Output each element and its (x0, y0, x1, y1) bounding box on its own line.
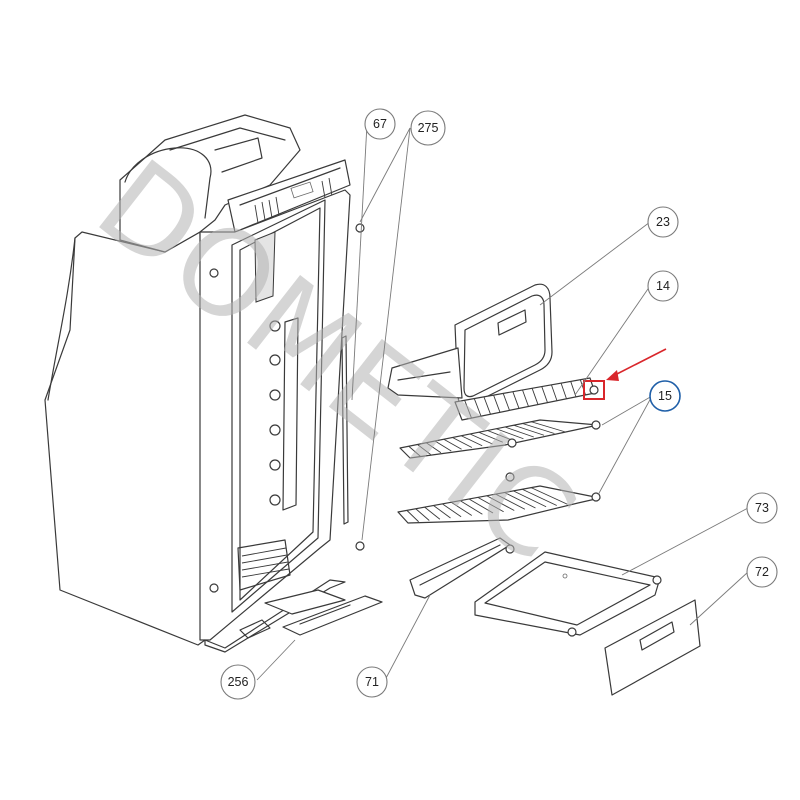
shelf-wire (495, 493, 526, 510)
shelf-wire (459, 500, 483, 515)
shelf-wire (468, 498, 494, 514)
shelf-wire (502, 393, 510, 411)
callout-label: 23 (656, 215, 670, 229)
callout-256: 256 (220, 664, 256, 700)
callout-73: 73 (746, 492, 778, 524)
shelf-wire (513, 490, 547, 508)
shelf-wire (530, 487, 568, 505)
shelf-wire (417, 444, 431, 455)
part-15-highlight (583, 348, 667, 400)
callout-label: 73 (755, 501, 769, 515)
shelf-wire (493, 394, 501, 413)
shelf-wire (442, 503, 462, 518)
shelf-wire (406, 510, 419, 523)
callout-23: 23 (647, 206, 679, 238)
leader-lines (256, 123, 749, 681)
hinge-rod-67 (341, 335, 349, 525)
callout-label: 15 (658, 389, 672, 403)
callout-label: 275 (418, 121, 439, 135)
shelf-wire (408, 445, 421, 457)
shelf-wire (443, 438, 462, 450)
shelf-wire (478, 431, 503, 443)
shelf-wire (522, 488, 557, 506)
part-71-side-rail (409, 537, 515, 599)
shelf-wire (487, 430, 514, 441)
part-256-base-brackets (264, 589, 383, 636)
part-73-drawer-tray (474, 551, 662, 637)
fridge-cabinet (44, 114, 351, 653)
callout-71: 71 (356, 666, 388, 698)
shelf-wire (469, 433, 493, 445)
shelf-wire (531, 388, 539, 405)
shelf-wire (434, 440, 452, 452)
callout-label: 256 (228, 675, 249, 689)
part-23-compartment-flap (387, 283, 553, 407)
part-72-front-panel (604, 599, 701, 696)
shelf-wire (433, 505, 451, 519)
shelf-wire (522, 423, 555, 434)
shelf-wire (461, 435, 483, 447)
shelf-wire (415, 508, 430, 521)
hinge-pins-275 (355, 223, 365, 551)
shelf-wire (451, 501, 472, 516)
shelf-wire (477, 496, 504, 513)
shelf-wire (551, 384, 558, 401)
shelf-wire (560, 382, 567, 399)
shelf-wire (522, 389, 529, 407)
shelf-wire (425, 442, 442, 454)
shelf-wire (512, 391, 520, 409)
shelf-wire (531, 421, 565, 433)
shelf-wire (452, 437, 473, 448)
shelf-wire (486, 495, 515, 511)
shelf-wire (483, 396, 491, 415)
shelf-wire (513, 424, 545, 436)
shelf-wire (504, 426, 534, 438)
callout-14: 14 (647, 270, 679, 302)
shelf-wire (464, 400, 472, 419)
shelf-wire (424, 506, 441, 520)
callout-label: 14 (656, 279, 670, 293)
callout-label: 67 (373, 117, 387, 131)
callout-label: 71 (365, 675, 379, 689)
callout-72: 72 (746, 556, 778, 588)
shelf-wire (541, 386, 548, 403)
callout-275: 275 (410, 110, 446, 146)
callout-15: 15 (649, 380, 681, 412)
callout-label: 72 (755, 565, 769, 579)
shelf-wire (504, 492, 536, 509)
callout-67: 67 (364, 108, 396, 140)
shelf-wire (473, 398, 482, 417)
shelf-support-knobs (269, 320, 281, 506)
shelf-wire (496, 428, 524, 440)
